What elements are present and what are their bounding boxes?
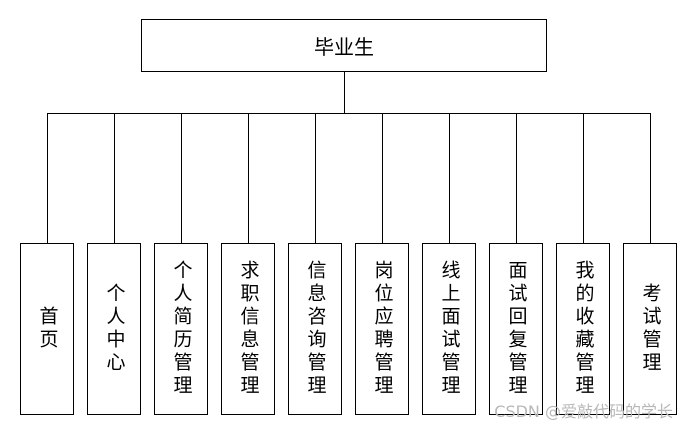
- child-connector-line: [516, 113, 517, 243]
- child-connector-line: [449, 113, 450, 243]
- child-node-label: 个人中心: [103, 283, 126, 375]
- child-connector-line: [181, 113, 182, 243]
- child-node-label: 考试管理: [639, 283, 662, 375]
- child-node-label: 信息咨询管理: [304, 260, 327, 398]
- child-connector-line: [650, 113, 651, 243]
- child-connector-line: [248, 113, 249, 243]
- child-node: 考试管理: [623, 243, 677, 415]
- child-connector-line: [114, 113, 115, 243]
- root-stem-line: [344, 72, 345, 113]
- watermark: CSDN @爱敲代码的学长: [494, 402, 673, 421]
- child-node: 我的收藏管理: [556, 243, 610, 415]
- root-node: 毕业生: [141, 19, 547, 72]
- child-connector-line: [382, 113, 383, 243]
- child-node-label: 个人简历管理: [170, 260, 193, 398]
- child-node: 信息咨询管理: [288, 243, 342, 415]
- child-node-label: 线上面试管理: [438, 260, 461, 398]
- child-connector-line: [315, 113, 316, 243]
- child-node: 求职信息管理: [221, 243, 275, 415]
- child-node: 个人中心: [87, 243, 141, 415]
- child-connector-line: [583, 113, 584, 243]
- child-node: 岗位应聘管理: [355, 243, 409, 415]
- root-label: 毕业生: [314, 35, 374, 59]
- child-node: 首页: [20, 243, 74, 415]
- child-node: 个人简历管理: [154, 243, 208, 415]
- horizontal-bar-line: [47, 113, 651, 114]
- child-node-label: 面试回复管理: [505, 260, 528, 398]
- child-node-label: 我的收藏管理: [572, 260, 595, 398]
- child-node-label: 岗位应聘管理: [371, 260, 394, 398]
- child-node-label: 首页: [36, 306, 59, 352]
- child-node: 面试回复管理: [489, 243, 543, 415]
- child-node-label: 求职信息管理: [237, 260, 260, 398]
- child-node: 线上面试管理: [422, 243, 476, 415]
- child-connector-line: [47, 113, 48, 243]
